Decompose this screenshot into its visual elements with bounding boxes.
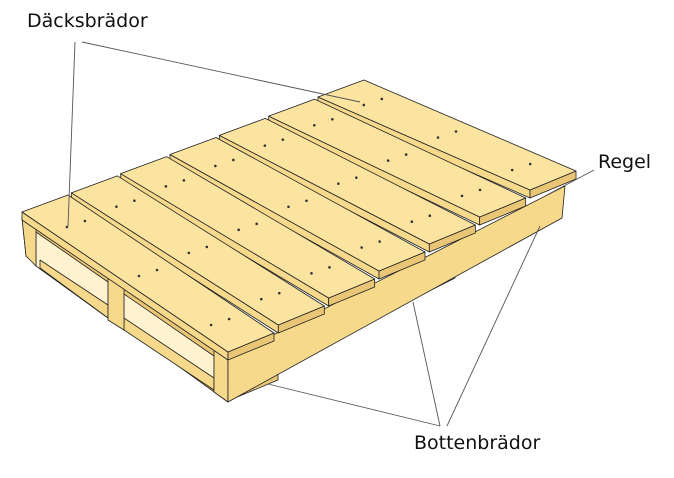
nail-mark <box>310 272 313 275</box>
deck-board <box>268 98 527 218</box>
nail-mark <box>255 222 258 226</box>
nail-mark <box>209 323 213 327</box>
nail-mark <box>328 266 331 269</box>
nail-mark <box>287 205 290 209</box>
nail-mark <box>305 199 308 203</box>
nail-mark <box>380 97 384 101</box>
nail-mark <box>65 225 69 229</box>
nail-mark <box>115 205 118 208</box>
nail-mark <box>404 153 408 156</box>
nail-mark <box>378 240 381 243</box>
deck-board <box>120 156 376 299</box>
leader-bottom-boards <box>412 301 441 427</box>
nail-mark <box>454 130 458 133</box>
nail-mark <box>205 245 209 249</box>
nail-mark <box>164 185 168 188</box>
deck-board <box>169 137 426 272</box>
nail-mark <box>133 199 136 202</box>
deck-board <box>317 79 577 191</box>
deck-board <box>218 117 476 245</box>
nail-mark <box>232 158 235 162</box>
nail-mark <box>355 176 358 179</box>
leader-deck-boards <box>81 41 361 103</box>
nail-mark <box>182 179 186 182</box>
nail-mark <box>187 251 191 255</box>
nail-mark <box>360 246 363 249</box>
deck-board <box>21 194 275 353</box>
nail-mark <box>410 220 414 223</box>
nail-mark <box>528 162 532 166</box>
leader-deck-boards <box>67 41 76 227</box>
nail-mark <box>237 228 240 232</box>
stringer-face <box>227 185 566 403</box>
nail-mark <box>478 188 482 192</box>
nail-mark <box>460 194 464 198</box>
nail-mark <box>428 214 432 217</box>
leader-bottom-boards <box>446 225 541 427</box>
leader-stringer <box>544 169 595 197</box>
nail-mark <box>337 182 340 185</box>
nail-mark <box>362 103 366 107</box>
label-stringer: Regel <box>598 151 652 173</box>
nail-mark <box>137 274 141 278</box>
nail-mark <box>214 164 217 168</box>
nail-mark <box>281 138 285 141</box>
leader-bottom-boards <box>267 383 441 427</box>
nail-mark <box>277 291 281 295</box>
nail-mark <box>510 168 514 172</box>
nail-mark <box>83 219 87 223</box>
nail-mark <box>386 159 390 162</box>
nail-mark <box>227 317 231 321</box>
nail-mark <box>259 297 263 301</box>
nail-mark <box>263 144 267 147</box>
label-deck-boards: Däcksbrädor <box>27 10 148 32</box>
nail-mark <box>331 117 334 121</box>
deck-board <box>70 175 325 326</box>
nail-mark <box>436 136 440 139</box>
label-bottom-boards: Bottenbrädor <box>414 432 541 454</box>
nail-mark <box>313 123 316 127</box>
nail-mark <box>155 268 159 272</box>
